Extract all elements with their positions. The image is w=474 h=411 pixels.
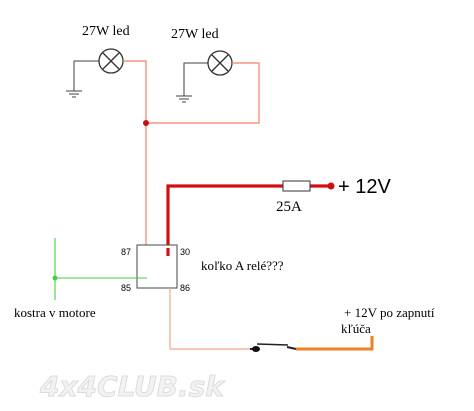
relay-question: koľko A relé???	[201, 258, 284, 273]
ground-junction-dot	[52, 275, 58, 281]
lamp-2-label: 27W led	[171, 27, 219, 42]
lamp-1-label: 27W led	[82, 24, 130, 39]
lamp-1-symbol	[98, 48, 124, 74]
supply-terminal-dot	[327, 182, 335, 190]
lamp-1-ground	[66, 60, 100, 98]
watermark-logo: 4x4CLUB.sk	[39, 370, 227, 404]
ignition-switch	[250, 343, 297, 352]
relay-ground-wire	[54, 238, 147, 300]
supply-label: + 12V	[338, 176, 391, 198]
relay-box	[136, 244, 178, 289]
relay-trigger-wire	[169, 288, 250, 350]
watermark-text: 4x4CLUB.sk	[39, 370, 226, 403]
relay-pin-85: 85	[121, 283, 131, 293]
lamp-feed-wire	[123, 60, 260, 252]
relay-pin-86: 86	[180, 283, 190, 293]
lamp-2-symbol	[207, 50, 233, 76]
lamp-2-ground	[176, 62, 208, 103]
ignition-label-line1: + 12V po zapnutí	[344, 305, 435, 320]
supply-wire	[166, 184, 283, 253]
ground-note: kostra v motore	[14, 305, 96, 320]
relay-pin-87: 87	[121, 247, 131, 257]
relay-pin-30: 30	[180, 247, 190, 257]
fuse-symbol	[282, 180, 311, 192]
fuse-label: 25A	[276, 199, 302, 215]
wire-junction-dot	[143, 120, 149, 126]
ignition-wire	[296, 336, 374, 351]
ignition-label-line2: kľúča	[341, 321, 371, 336]
